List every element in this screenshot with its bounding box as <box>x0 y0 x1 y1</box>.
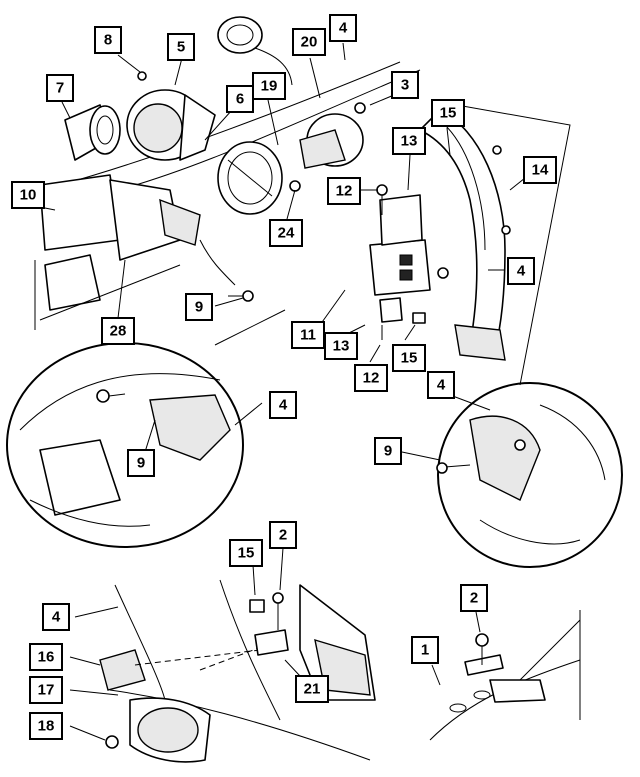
svg-text:12: 12 <box>336 183 353 200</box>
callout-4: 4 <box>427 371 455 399</box>
svg-text:14: 14 <box>532 162 549 179</box>
callout-4: 4 <box>42 603 70 631</box>
callout-5: 5 <box>167 33 195 61</box>
wheelhouse-liner <box>419 109 511 361</box>
detail-view-right <box>436 382 623 568</box>
callout-9: 9 <box>185 293 213 321</box>
callout-7: 7 <box>46 74 74 102</box>
quarter-panel-lower <box>99 579 376 763</box>
callout-21: 21 <box>295 675 329 703</box>
svg-text:4: 4 <box>437 377 446 394</box>
callout-2: 2 <box>269 521 297 549</box>
callout-12: 12 <box>354 364 388 392</box>
callout-15: 15 <box>392 344 426 372</box>
svg-text:20: 20 <box>301 34 318 51</box>
svg-text:4: 4 <box>279 397 288 414</box>
svg-text:5: 5 <box>177 39 185 56</box>
svg-text:9: 9 <box>384 443 392 460</box>
svg-text:4: 4 <box>52 609 61 626</box>
svg-text:1: 1 <box>421 642 429 659</box>
svg-text:4: 4 <box>339 20 348 37</box>
callout-11: 11 <box>291 321 325 349</box>
detail-view-left <box>6 342 244 548</box>
svg-text:19: 19 <box>261 78 278 95</box>
callout-17: 17 <box>29 676 63 704</box>
svg-text:11: 11 <box>300 327 316 344</box>
callout-10: 10 <box>11 181 45 209</box>
rear-panel-lower-right <box>429 610 581 741</box>
callout-4: 4 <box>329 14 357 42</box>
callout-3: 3 <box>391 71 419 99</box>
svg-text:28: 28 <box>110 323 127 340</box>
svg-text:13: 13 <box>333 338 350 355</box>
callout-1: 1 <box>411 636 439 664</box>
callout-9: 9 <box>374 437 402 465</box>
callout-14: 14 <box>523 156 557 184</box>
detail-right-leader <box>439 101 571 386</box>
svg-text:17: 17 <box>38 682 55 699</box>
callout-18: 18 <box>29 712 63 740</box>
svg-text:15: 15 <box>440 105 457 122</box>
svg-text:24: 24 <box>278 225 295 242</box>
svg-text:13: 13 <box>401 133 418 150</box>
svg-text:9: 9 <box>137 455 145 472</box>
callout-16: 16 <box>29 643 63 671</box>
svg-text:4: 4 <box>517 263 526 280</box>
svg-text:6: 6 <box>236 91 244 108</box>
callout-13: 13 <box>392 127 426 155</box>
svg-text:9: 9 <box>195 299 203 316</box>
callout-leaders <box>44 42 526 741</box>
fuel-filler-assembly <box>34 16 421 330</box>
svg-text:12: 12 <box>363 370 380 387</box>
callout-20: 20 <box>292 28 326 56</box>
callout-9: 9 <box>127 449 155 477</box>
fuel-door-hinge <box>369 184 449 340</box>
callout-4: 4 <box>507 257 535 285</box>
svg-text:15: 15 <box>238 545 255 562</box>
callout-4: 4 <box>269 391 297 419</box>
svg-text:2: 2 <box>470 590 478 607</box>
svg-text:8: 8 <box>104 32 112 49</box>
svg-text:18: 18 <box>38 718 55 735</box>
callout-28: 28 <box>101 317 135 345</box>
callout-24: 24 <box>269 219 303 247</box>
svg-text:2: 2 <box>279 527 287 544</box>
callout-15: 15 <box>431 99 465 127</box>
svg-text:10: 10 <box>20 187 37 204</box>
callout-12: 12 <box>327 177 361 205</box>
callout-labels: 8 5 20 4 7 6 19 3 15 13 14 10 12 24 4 9 … <box>11 14 557 740</box>
callout-13: 13 <box>324 332 358 360</box>
svg-text:7: 7 <box>56 80 64 97</box>
svg-text:3: 3 <box>401 77 409 94</box>
callout-2: 2 <box>460 584 488 612</box>
callout-8: 8 <box>94 26 122 54</box>
callout-6: 6 <box>226 85 254 113</box>
svg-text:15: 15 <box>401 350 418 367</box>
detail-left-leader <box>214 309 286 346</box>
callout-19: 19 <box>252 72 286 100</box>
svg-text:16: 16 <box>38 649 55 666</box>
svg-text:21: 21 <box>304 681 321 698</box>
callout-15: 15 <box>229 539 263 567</box>
